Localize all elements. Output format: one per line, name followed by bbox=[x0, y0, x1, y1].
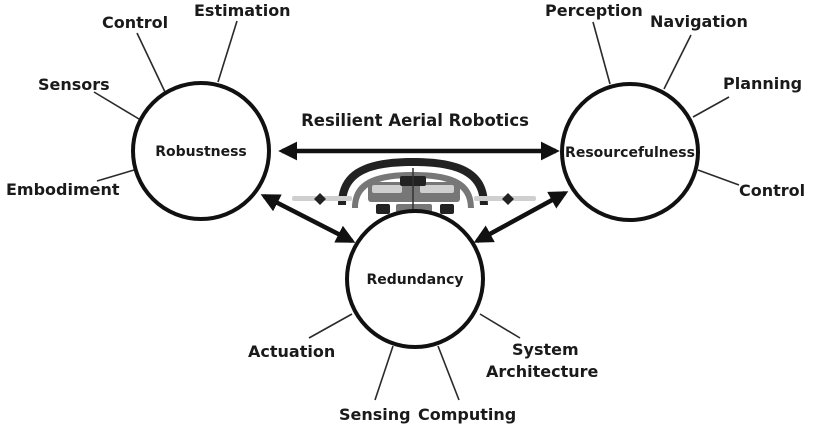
spoke-robustness-embodiment bbox=[96, 169, 135, 182]
node-label-redundancy: Redundancy bbox=[366, 272, 463, 288]
spoke-resourcefulness-control bbox=[697, 169, 740, 186]
diagram-title: Resilient Aerial Robotics bbox=[301, 111, 529, 130]
node-resourcefulness: Resourcefulness Perception Navigation Pl… bbox=[545, 1, 805, 222]
aspect-label: System bbox=[512, 340, 579, 359]
spoke-redundancy-computing bbox=[437, 345, 460, 401]
node-robustness: Robustness Control Estimation Sensors Em… bbox=[6, 1, 291, 221]
aspect-label: Perception bbox=[545, 1, 643, 20]
spoke-redundancy-actuation bbox=[308, 313, 353, 339]
aspect-label: Actuation bbox=[248, 342, 335, 361]
aspect-label: Control bbox=[102, 13, 168, 32]
node-label-resourcefulness: Resourcefulness bbox=[565, 145, 695, 161]
aspect-label: Sensors bbox=[38, 75, 110, 94]
link-robustness-redundancy bbox=[260, 193, 356, 244]
aspect-label: Planning bbox=[723, 74, 802, 93]
aspect-label: Control bbox=[739, 181, 805, 200]
aspect-label: Computing bbox=[418, 405, 516, 424]
aspect-label: Sensing bbox=[339, 405, 411, 424]
spoke-redundancy-system-architecture bbox=[479, 313, 521, 339]
spoke-robustness-control bbox=[136, 32, 166, 93]
aspect-label: Architecture bbox=[486, 362, 599, 381]
spoke-robustness-estimation bbox=[217, 20, 238, 83]
spoke-robustness-sensors bbox=[93, 91, 140, 120]
spoke-resourcefulness-navigation bbox=[663, 34, 692, 90]
connections bbox=[260, 141, 569, 244]
spoke-redundancy-sensing bbox=[374, 345, 394, 401]
aspect-label: Navigation bbox=[650, 12, 748, 31]
spoke-resourcefulness-perception bbox=[592, 21, 611, 85]
aspect-label: Embodiment bbox=[6, 180, 120, 199]
node-redundancy: Redundancy Actuation Sensing Computing S… bbox=[248, 209, 599, 424]
aspect-label: Estimation bbox=[194, 1, 291, 20]
node-label-robustness: Robustness bbox=[155, 144, 247, 160]
link-resourcefulness-redundancy bbox=[473, 191, 569, 243]
spoke-resourcefulness-planning bbox=[692, 96, 730, 118]
